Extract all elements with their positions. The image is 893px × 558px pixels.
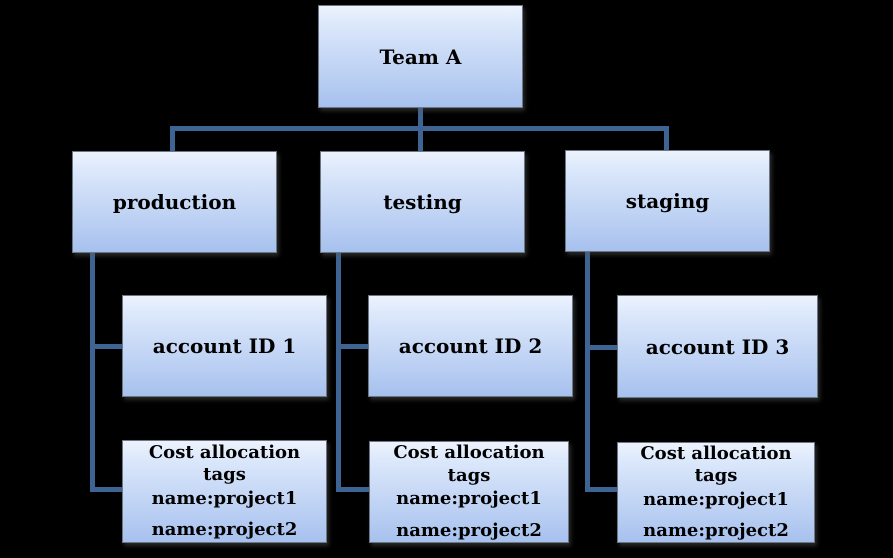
connector-stub-tags-3 [585, 487, 618, 492]
node-account-id-2: account ID 2 [368, 295, 573, 397]
cost-tags-3-item-1: name:project1 [643, 488, 789, 510]
connector-stub-account-3 [585, 345, 618, 350]
node-account-id-1: account ID 1 [122, 295, 327, 397]
cost-tags-1-item-2: name:project2 [151, 519, 298, 540]
connector-production-vertical [90, 253, 95, 492]
connector-drop-testing [418, 126, 423, 152]
connector-stub-tags-2 [336, 487, 370, 492]
node-account-id-3: account ID 3 [617, 295, 818, 398]
node-team-a: Team A [318, 5, 523, 108]
node-testing-label: testing [383, 190, 462, 214]
cost-tags-2-title: Cost allocation tags [393, 442, 545, 486]
connector-drop-staging [664, 126, 669, 151]
node-account-id-3-label: account ID 3 [645, 334, 790, 359]
node-production-label: production [112, 190, 237, 214]
node-production: production [72, 151, 277, 253]
connector-stub-account-2 [336, 344, 369, 349]
cost-tags-2-item-2: name:project2 [396, 519, 542, 541]
node-account-id-1-label: account ID 1 [152, 334, 297, 358]
connector-drop-production [170, 126, 175, 152]
node-team-a-label: Team A [379, 44, 462, 69]
cost-tags-3-title: Cost allocation tags [640, 442, 792, 487]
connector-root-vertical [418, 108, 423, 128]
connector-testing-vertical [336, 253, 341, 492]
cost-tags-3-item-2: name:project2 [643, 520, 789, 541]
cost-tags-1-title: Cost allocation tags [148, 441, 301, 486]
cost-tags-1-item-1: name:project1 [151, 487, 298, 509]
connector-staging-vertical [585, 252, 590, 492]
cost-tags-2-item-1: name:project1 [396, 488, 542, 509]
node-testing: testing [320, 151, 525, 253]
node-cost-tags-1: Cost allocation tags name:project1 name:… [122, 440, 327, 543]
node-account-id-2-label: account ID 2 [398, 334, 543, 358]
node-cost-tags-2: Cost allocation tags name:project1 name:… [369, 441, 569, 543]
node-staging-label: staging [625, 189, 710, 213]
connector-stub-account-1 [90, 344, 123, 349]
node-cost-tags-3: Cost allocation tags name:project1 name:… [617, 442, 815, 543]
node-staging: staging [565, 150, 770, 252]
connector-stub-tags-1 [90, 487, 123, 492]
